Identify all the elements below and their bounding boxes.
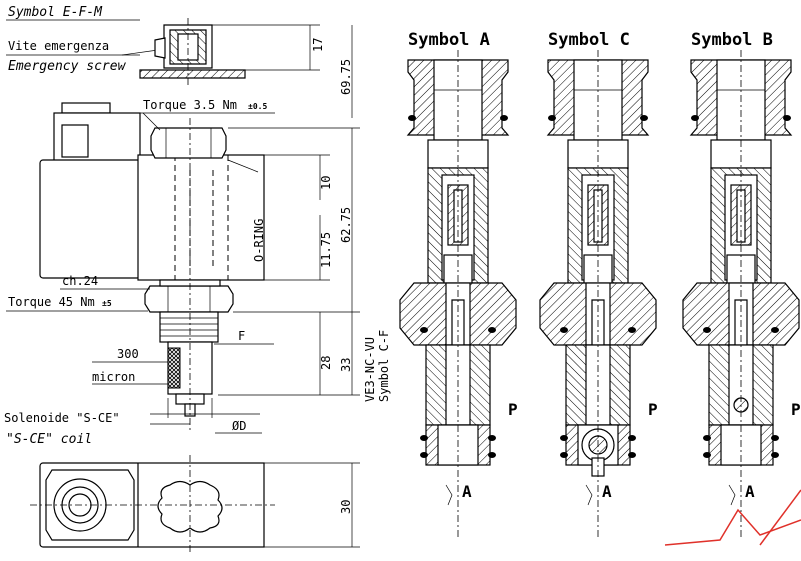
dim-33: 33: [339, 358, 353, 372]
symbol-efm-label: Symbol E-F-M: [8, 5, 103, 20]
vite-emergenza-label: Vite emergenza: [8, 39, 109, 53]
diameter-label: ØD: [232, 419, 246, 433]
coil-bottom-view: 30: [30, 455, 360, 555]
port-p-label: P: [508, 400, 518, 419]
port-a-label: A: [462, 482, 472, 501]
section-a: Symbol A P A: [399, 30, 518, 540]
section-b: Symbol B P A: [682, 30, 801, 540]
emergency-screw-label: Emergency screw: [8, 59, 127, 74]
filter-size-label: 300: [117, 347, 139, 361]
hex-label: ch.24: [62, 274, 98, 288]
vertical-code-2: Symbol C-F: [377, 330, 391, 402]
section-c: Symbol C P A: [539, 30, 658, 540]
cross-sections: Symbol A P A Symbol C P A Symbol B P A: [399, 30, 801, 540]
dim-17: 17: [311, 38, 325, 52]
o-ring-label: O-RING: [252, 219, 266, 262]
torque-body-tolerance: ±5: [102, 299, 112, 308]
dim-69-75: 69.75: [339, 59, 353, 95]
solenoid-it-label: Solenoide "S-CE": [4, 411, 120, 425]
solenoid-en-label: "S-CE" coil: [6, 432, 92, 447]
port-p-label: P: [791, 400, 801, 419]
port-a-label: A: [745, 482, 755, 501]
torque-body-label: Torque 45 Nm: [8, 295, 95, 309]
dim-11-75: 11.75: [319, 232, 333, 268]
filter-label: F: [238, 329, 245, 343]
emergency-screw-detail: Symbol E-F-M Vite emergenza Emergency sc…: [6, 5, 353, 118]
port-a-label: A: [602, 482, 612, 501]
vertical-code-1: VE3-NC-VU: [363, 337, 377, 402]
port-p-label: P: [648, 400, 658, 419]
filter-unit-label: micron: [92, 370, 135, 384]
dim-62-75: 62.75: [339, 207, 353, 243]
section-title: Symbol B: [691, 30, 773, 50]
section-title: Symbol C: [548, 30, 630, 50]
valve-side-view: Torque 3.5 Nm ±0.5 O-RING ch.24 Torque 4…: [4, 98, 391, 447]
dim-28: 28: [319, 356, 333, 370]
dim-10: 10: [319, 176, 333, 190]
torque-nut-label: Torque 3.5 Nm: [143, 98, 237, 112]
torque-nut-tolerance: ±0.5: [248, 102, 267, 111]
section-title: Symbol A: [408, 30, 490, 50]
dim-30: 30: [339, 500, 353, 514]
red-stamp-mark: [664, 508, 801, 546]
